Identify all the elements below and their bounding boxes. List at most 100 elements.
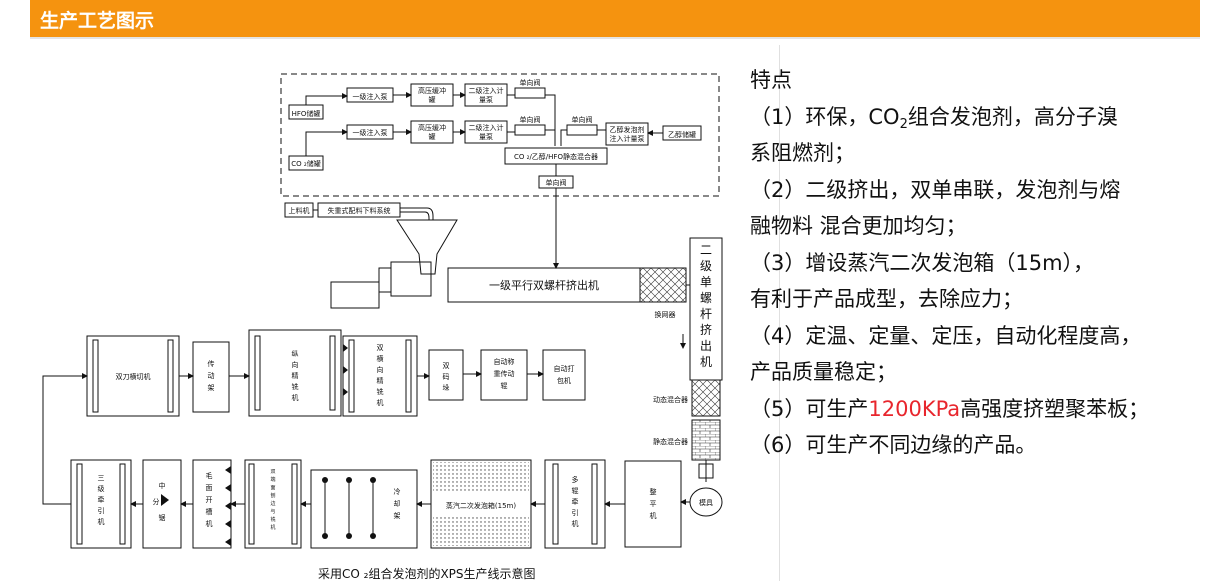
pump1b-label: 一级注入泵 <box>353 128 388 137</box>
cm-c3: 精 <box>377 376 384 385</box>
feature-item-5-line-1: （5）可生产1200KPa高强度挤塑聚苯板； <box>750 391 1225 428</box>
features-panel: 特点 （1）环保，CO2组合发泡剂，高分子溴系阻燃剂； （2）二级挤出，双单串联，发… <box>750 62 1225 464</box>
screen-changer-box <box>639 267 687 303</box>
hopper <box>396 219 458 275</box>
top-static-mixer-label: CO ₂/乙醇/HFO静态混合器 <box>514 152 598 161</box>
ext2-c4: 杆 <box>700 307 712 321</box>
p3-c1: 级 <box>98 484 105 493</box>
lm-c4: 机 <box>292 393 299 402</box>
ms-c0: 中 <box>159 481 166 490</box>
st-c2: 垛 <box>443 383 450 392</box>
feature-item-1-line-1: （1）环保，CO2组合发泡剂，高分子溴 <box>750 99 1225 136</box>
extruder1-gearbox <box>390 261 432 297</box>
check-d-label: 单向阀 <box>546 178 567 187</box>
sm-c1: 端 <box>270 476 275 483</box>
buffer-a-l1: 高压缓冲 <box>418 86 446 95</box>
cool-c0: 冷 <box>394 487 401 496</box>
static-mixer-box <box>691 419 721 461</box>
leveler-c0: 整 <box>650 487 657 496</box>
lm-c3: 铣 <box>292 382 299 391</box>
feature-text-segment: 高强度挤塑聚苯板； <box>960 396 1150 421</box>
diagram-caption: 采用CO ₂组合发泡剂的XPS生产线示意图 <box>318 567 536 581</box>
check-c-box <box>566 124 598 136</box>
check-b-box <box>514 124 546 136</box>
check-b-label: 单向阀 <box>520 115 541 124</box>
feature-text-segment: 融物料 混合更加均匀； <box>750 214 967 238</box>
tr-c0: 传 <box>208 359 215 368</box>
cm-c5: 机 <box>377 398 384 407</box>
sm-c2: 面 <box>270 485 275 491</box>
feature-item-1-line-2: 系阻燃剂； <box>750 135 1225 172</box>
section-title: 生产工艺图示 <box>40 10 155 32</box>
lm-c0: 纵 <box>292 350 299 358</box>
long-mill-box <box>248 329 342 417</box>
mp-c1: 辊 <box>572 486 579 495</box>
lm-c1: 向 <box>292 360 299 369</box>
divider-line <box>779 45 780 581</box>
sm-c3: 刨 <box>270 492 275 499</box>
ethanol-tank-label: 乙醇储罐 <box>668 130 696 139</box>
mp-c3: 引 <box>572 508 579 517</box>
features-title: 特点 <box>750 68 792 92</box>
sm-c0: 双 <box>270 469 275 475</box>
gm-c2: 开 <box>206 496 213 504</box>
pump1a-label: 一级注入泵 <box>353 92 388 101</box>
feature-text-segment: 2 <box>899 116 908 132</box>
extruder1-drive <box>330 281 380 309</box>
feature-text-segment: （5）可生产 <box>750 396 869 421</box>
sm-c4: 边 <box>270 500 275 507</box>
mp-c4: 机 <box>572 519 579 528</box>
sm-c6: 铣 <box>270 516 275 523</box>
gm-c3: 槽 <box>206 507 213 516</box>
buffer-b-l1: 高压缓冲 <box>418 123 446 132</box>
p3-c0: 三 <box>98 474 105 482</box>
buffer-a-l2: 罐 <box>429 95 436 104</box>
sm-c7: 机 <box>270 524 275 531</box>
gm-c1: 面 <box>206 484 213 492</box>
stacker-box <box>428 349 464 401</box>
feature-item-2-line-1: （2）二级挤出，双单串联，发泡剂与熔 <box>750 172 1225 209</box>
meter-b-l1: 二级注入计 <box>469 123 504 132</box>
lm-c2: 精 <box>292 371 299 380</box>
mp-c2: 牵 <box>572 497 579 506</box>
ext2-c2: 单 <box>700 275 712 289</box>
roller-2 <box>591 463 598 545</box>
ext2-c7: 机 <box>700 355 712 369</box>
cool-c1: 却 <box>394 499 401 508</box>
ethanol-meter-l2: 注入计量泵 <box>610 134 645 143</box>
st-c1: 码 <box>443 373 450 381</box>
wg-c1: 重传动 <box>494 369 515 378</box>
feature-text-segment: 系阻燃剂； <box>750 141 855 165</box>
check-a-label: 单向阀 <box>520 78 541 87</box>
cm-c1: 横 <box>377 354 384 363</box>
sm-c5: 与 <box>270 508 275 515</box>
mp-c0: 多 <box>572 475 579 484</box>
feature-text-segment: 1200KPa <box>868 396 961 421</box>
extruder1-label: 一级平行双螺杆挤出机 <box>489 278 599 292</box>
neck <box>698 463 714 479</box>
ms-c2: 锯 <box>159 513 166 522</box>
ms-c1: 分 <box>153 497 160 506</box>
steam-box-label: 蒸汽二次发泡箱(15m) <box>446 501 516 510</box>
check-a-box <box>514 87 546 99</box>
feature-text-segment: （6）可生产不同边缘的产品。 <box>750 433 1037 457</box>
st-c0: 双 <box>443 362 450 370</box>
ext2-c0: 二 <box>700 243 712 257</box>
meter-a-l1: 二级注入计 <box>469 86 504 95</box>
co2-tank-label: CO ₂储罐 <box>291 159 320 168</box>
dynamic-mixer-box <box>691 379 721 417</box>
die-label: 模具 <box>699 498 713 507</box>
extruder1-motor <box>378 267 392 293</box>
p3-c4: 机 <box>98 517 105 526</box>
feature-item-6-line-1: （6）可生产不同边缘的产品。 <box>750 427 1225 464</box>
cm-c4: 铣 <box>377 387 384 396</box>
cm-c2: 向 <box>377 365 384 374</box>
ext2-c5: 挤 <box>700 322 712 337</box>
feature-text-segment: 有利于产品成型，去除应力； <box>750 287 1023 311</box>
feature-item-2-line-2: 融物料 混合更加均匀； <box>750 208 1225 245</box>
ext2-c1: 级 <box>700 259 712 273</box>
ethanol-meter-l1: 乙醇发泡剂 <box>610 125 645 134</box>
transfer-box <box>192 341 230 413</box>
feature-text-segment: （4）定温、定量、定压，自动化程度高， <box>750 323 1142 348</box>
pk-c0: 自动打 <box>554 364 575 373</box>
